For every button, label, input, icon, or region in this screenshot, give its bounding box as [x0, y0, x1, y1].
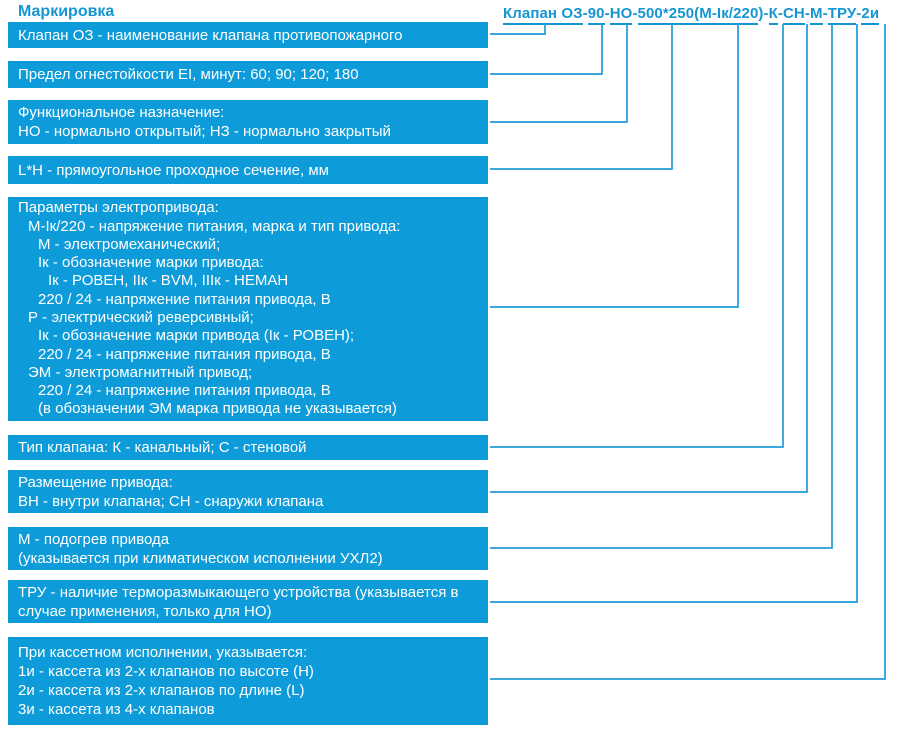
box-actuator-placement: Размещение привода: ВН - внутри клапана;…: [8, 470, 488, 513]
code-separator: -: [632, 5, 638, 22]
box-text-line: Iк - РОВЕН, IIк - BVM, IIIк - НЕМАН: [48, 272, 289, 290]
box-text-line: М - подогрев привода: [18, 530, 170, 548]
connector-line: [490, 24, 858, 603]
box-text-line: случае применения, только для НО): [18, 602, 272, 620]
box-text-line: Iк - обозначение марки привода (Iк - РОВ…: [38, 327, 355, 345]
page-title: Маркировка: [18, 3, 115, 20]
box-text-line: При кассетном исполнении, указывается:: [18, 644, 308, 661]
connector-line: [490, 24, 546, 35]
box-text-line: Р - электрический реверсивный;: [28, 309, 254, 326]
box-fire-resistance: Предел огнестойкости EI, минут: 60; 90; …: [8, 61, 488, 88]
box-text-line: Размещение привода:: [18, 473, 173, 491]
connector-line: [490, 24, 603, 75]
connector-line: [490, 24, 886, 680]
box-cross-section: L*H - прямоугольное проходное сечение, м…: [8, 156, 488, 184]
connector-line: [490, 24, 784, 448]
box-text-line: НО - нормально открытый; НЗ - нормально …: [18, 123, 391, 140]
connector-line: [490, 24, 808, 493]
box-functional-purpose: Функциональное назначение: НО - нормальн…: [8, 100, 488, 144]
box-text-line: Предел огнестойкости EI, минут: 60; 90; …: [18, 66, 359, 83]
code-segment: ТРУ: [827, 5, 857, 25]
box-thermal-release: ТРУ - наличие терморазмыкающего устройст…: [8, 580, 488, 623]
box-actuator-heating: М - подогрев привода (указывается при кл…: [8, 527, 488, 570]
marking-code: Клапан ОЗ-90-НО-500*250(М-Iк/220)-К-СН-М…: [503, 5, 880, 25]
code-separator: -: [822, 5, 828, 22]
code-segment: 90: [587, 5, 605, 25]
box-valve-type: Тип клапана: К - канальный; С - стеновой: [8, 435, 488, 460]
box-text-line: 2и - кассета из 2-х клапанов по длине (L…: [18, 682, 305, 699]
box-text-line: Параметры электропривода:: [18, 199, 219, 217]
code-separator: -: [804, 5, 810, 22]
box-text-line: 220 / 24 - напряжение питания привода, В: [38, 290, 331, 308]
box-text-line: ЭМ - электромагнитный привод;: [28, 363, 253, 381]
code-segment: К: [768, 5, 778, 25]
code-separator: -: [777, 5, 783, 22]
code-segment: НО: [609, 5, 633, 25]
box-text-line: L*H - прямоугольное проходное сечение, м…: [18, 161, 329, 179]
box-text-line: Iк - обозначение марки привода:: [38, 254, 264, 272]
connector-line: [490, 24, 739, 308]
code-segment: М: [809, 5, 823, 25]
code-separator: -: [582, 5, 588, 22]
code-separator: -: [604, 5, 610, 22]
box-text-line: 1и - кассета из 2-х клапанов по высоте (…: [18, 663, 314, 680]
box-text-line: 220 / 24 - напряжение питания привода, В: [38, 382, 331, 400]
box-text-line: Клапан ОЗ - наименование клапана противо…: [18, 26, 403, 44]
box-valve-name: Клапан ОЗ - наименование клапана противо…: [8, 22, 488, 48]
box-text-line: Тип клапана: К - канальный; С - стеновой: [18, 439, 307, 456]
code-separator: )-: [758, 5, 769, 22]
connector-line: [490, 24, 833, 549]
box-cassette-design: При кассетном исполнении, указывается: 1…: [8, 637, 488, 725]
box-text-line: ТРУ - наличие терморазмыкающего устройст…: [18, 583, 459, 601]
box-text-line: М - электромеханический;: [38, 235, 221, 253]
box-text-line: М-Iк/220 - напряжение питания, марка и т…: [28, 217, 401, 235]
box-text-line: (указывается при климатическом исполнени…: [18, 549, 383, 567]
box-text-line: 220 / 24 - напряжение питания привода, В: [38, 345, 331, 363]
box-text-line: 3и - кассета из 4-х клапанов: [18, 701, 215, 718]
code-segment: 2и: [861, 5, 880, 25]
code-segment: Клапан ОЗ: [503, 5, 583, 25]
box-actuator-parameters: Параметры электропривода: М-Iк/220 - нап…: [8, 197, 488, 421]
box-text-line: ВН - внутри клапана; СН - снаружи клапан…: [18, 492, 324, 510]
code-segment: 500*250(М-Iк/220: [637, 5, 759, 25]
box-text-line: Функциональное назначение:: [18, 104, 225, 121]
connector-line: [490, 24, 628, 123]
box-text-line: (в обозначении ЭМ марка привода не указы…: [38, 400, 397, 418]
code-segment: СН: [782, 5, 805, 25]
connector-line: [490, 24, 673, 170]
code-separator: -: [856, 5, 862, 22]
